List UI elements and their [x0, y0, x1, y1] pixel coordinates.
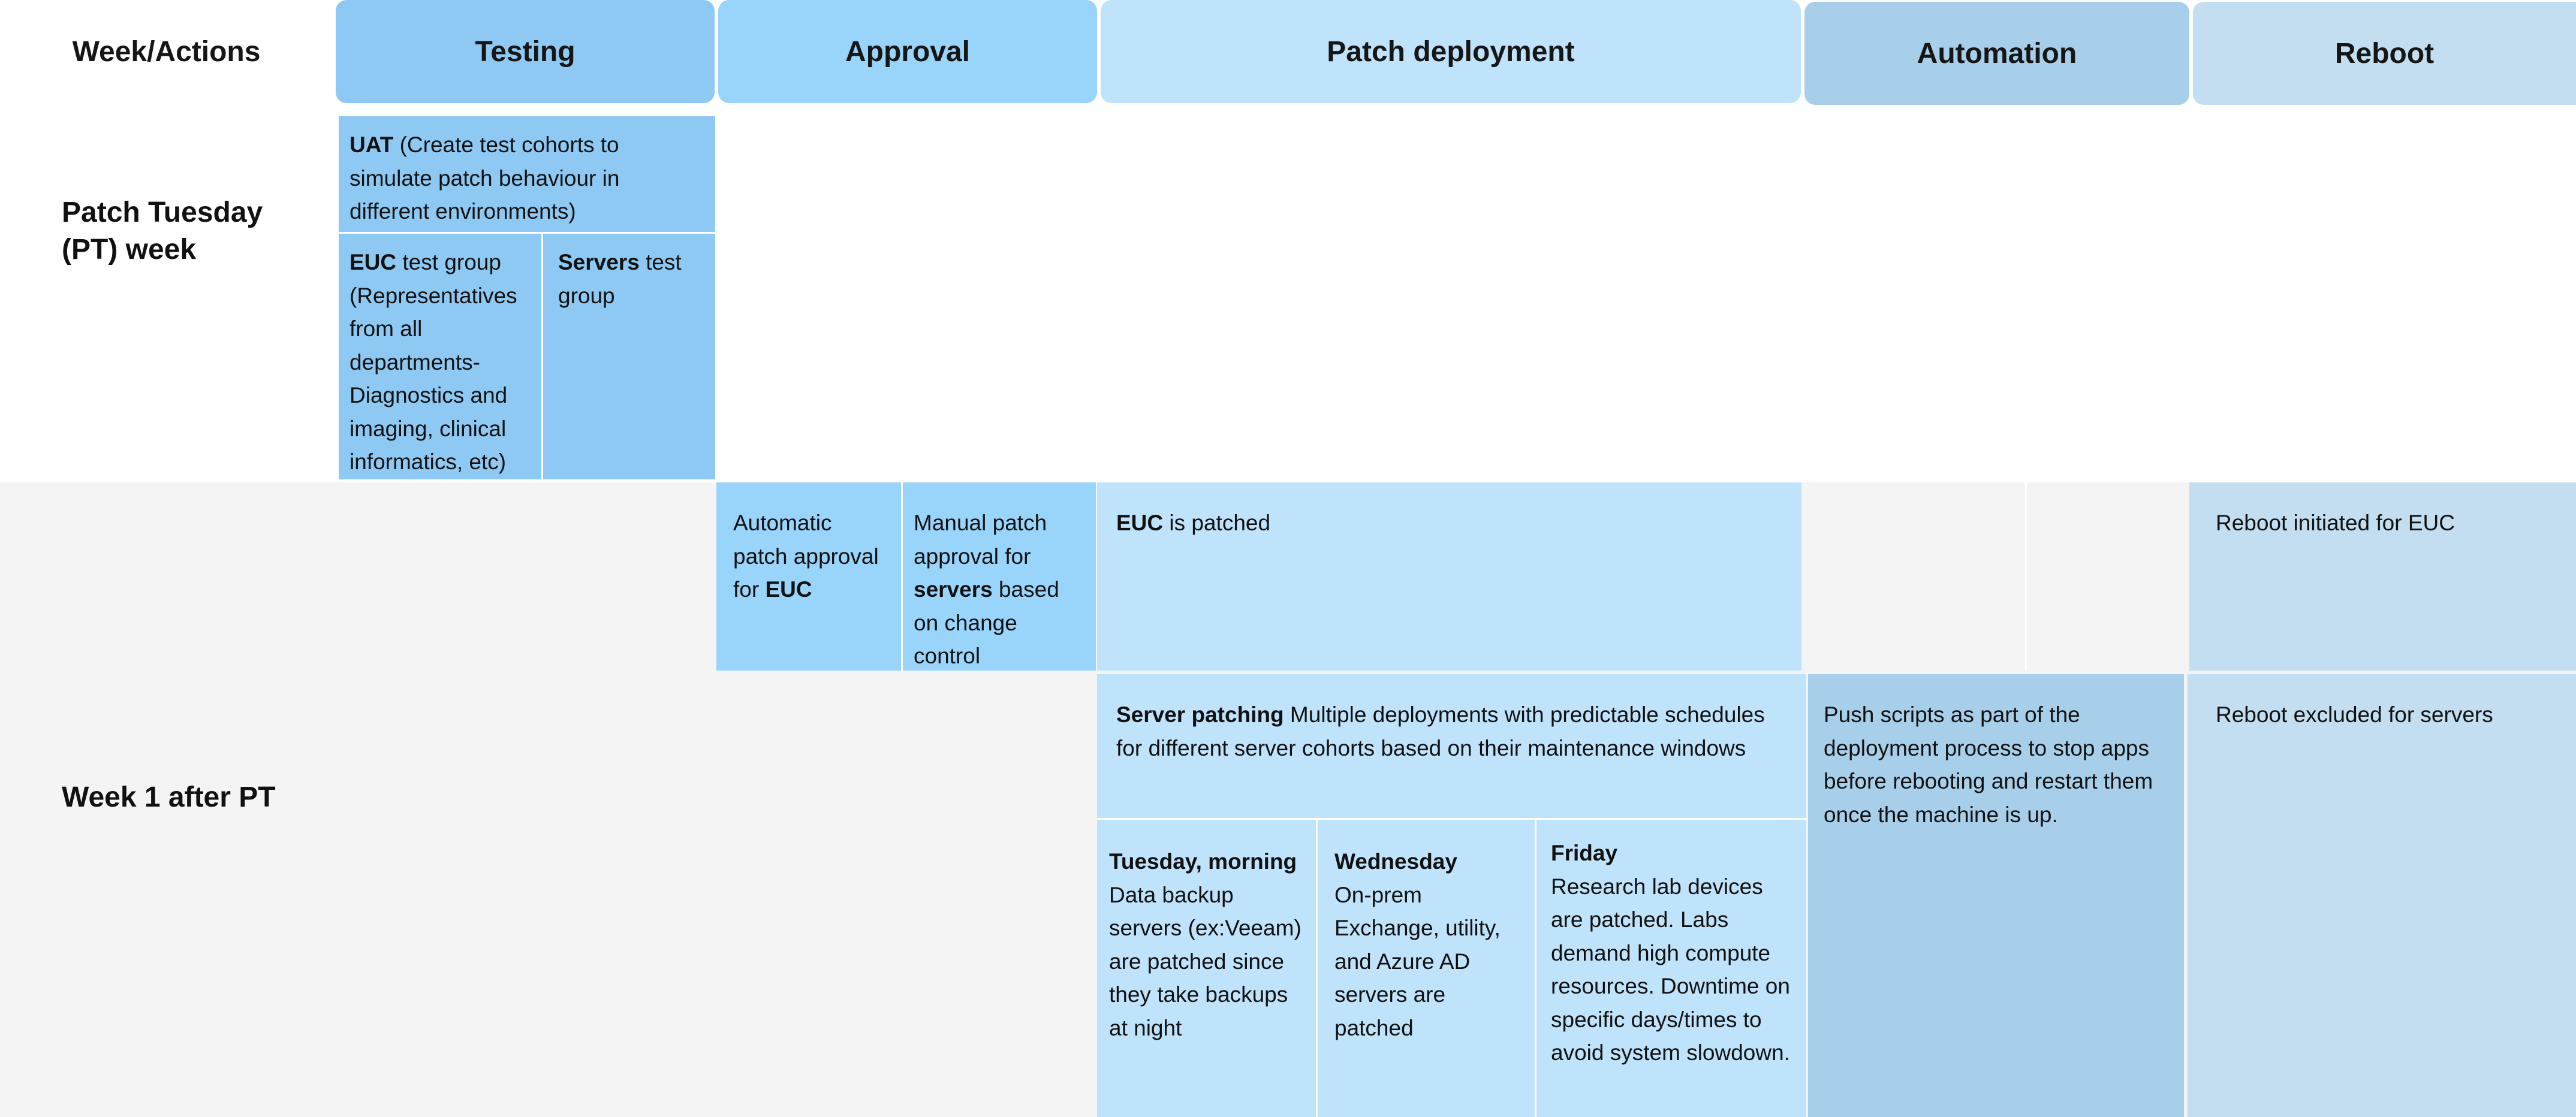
testing-vertical-divider: [541, 234, 543, 461]
euc-test-group-cell: EUC test group (Representatives from all…: [339, 234, 541, 479]
header-reboot: Reboot: [2193, 2, 2576, 105]
testing-horizontal-divider: [339, 232, 715, 234]
row-label-week1: Week 1 after PT: [62, 781, 276, 813]
approval-divider: [901, 482, 903, 671]
friday-cell: Friday Research lab devices are patched.…: [1536, 820, 1806, 1117]
friday-title: Friday: [1551, 841, 1618, 865]
server-patching-cell: Server patching Multiple deployments wit…: [1097, 674, 1806, 818]
row-label-pt-week: Patch Tuesday (PT) week: [62, 197, 263, 266]
header-automation: Automation: [1804, 2, 2189, 105]
wednesday-cell: Wednesday On-prem Exchange, utility, and…: [1318, 820, 1535, 1117]
automation-empty-divider: [2025, 482, 2027, 671]
corner-label: Week/Actions: [72, 35, 261, 68]
header-patch-deployment: Patch deployment: [1101, 0, 1801, 103]
day-divider-2: [1535, 820, 1536, 1117]
reboot-servers-cell: Reboot excluded for servers: [2188, 674, 2576, 1117]
wednesday-title: Wednesday: [1334, 849, 1457, 874]
tuesday-cell: Tuesday, morning Data backup servers (ex…: [1097, 820, 1316, 1117]
automatic-approval-cell: Automatic patch approval for EUC: [716, 482, 901, 671]
friday-text: Research lab devices are patched. Labs d…: [1551, 874, 1790, 1065]
tuesday-title: Tuesday, morning: [1109, 849, 1297, 874]
manual-approval-cell: Manual patch approval for servers based …: [903, 482, 1096, 671]
servers-test-group-cell: Servers test group: [543, 234, 715, 479]
automation-empty-cell-right: [2027, 482, 2188, 671]
day-divider-1: [1316, 820, 1318, 1117]
server-patching-divider: [1097, 818, 1806, 820]
wednesday-text: On-prem Exchange, utility, and Azure AD …: [1334, 882, 1501, 1040]
automation-empty-cell-left: [1808, 482, 2025, 671]
uat-cell: UAT (Create test cohorts to simulate pat…: [339, 116, 715, 232]
tuesday-text: Data backup servers (ex:Veeam) are patch…: [1109, 882, 1301, 1040]
push-scripts-cell: Push scripts as part of the deployment p…: [1808, 674, 2184, 1117]
euc-patched-cell: EUC is patched: [1097, 482, 1801, 671]
header-approval: Approval: [718, 0, 1097, 103]
reboot-euc-cell: Reboot initiated for EUC: [2189, 482, 2576, 671]
header-testing: Testing: [336, 0, 715, 103]
